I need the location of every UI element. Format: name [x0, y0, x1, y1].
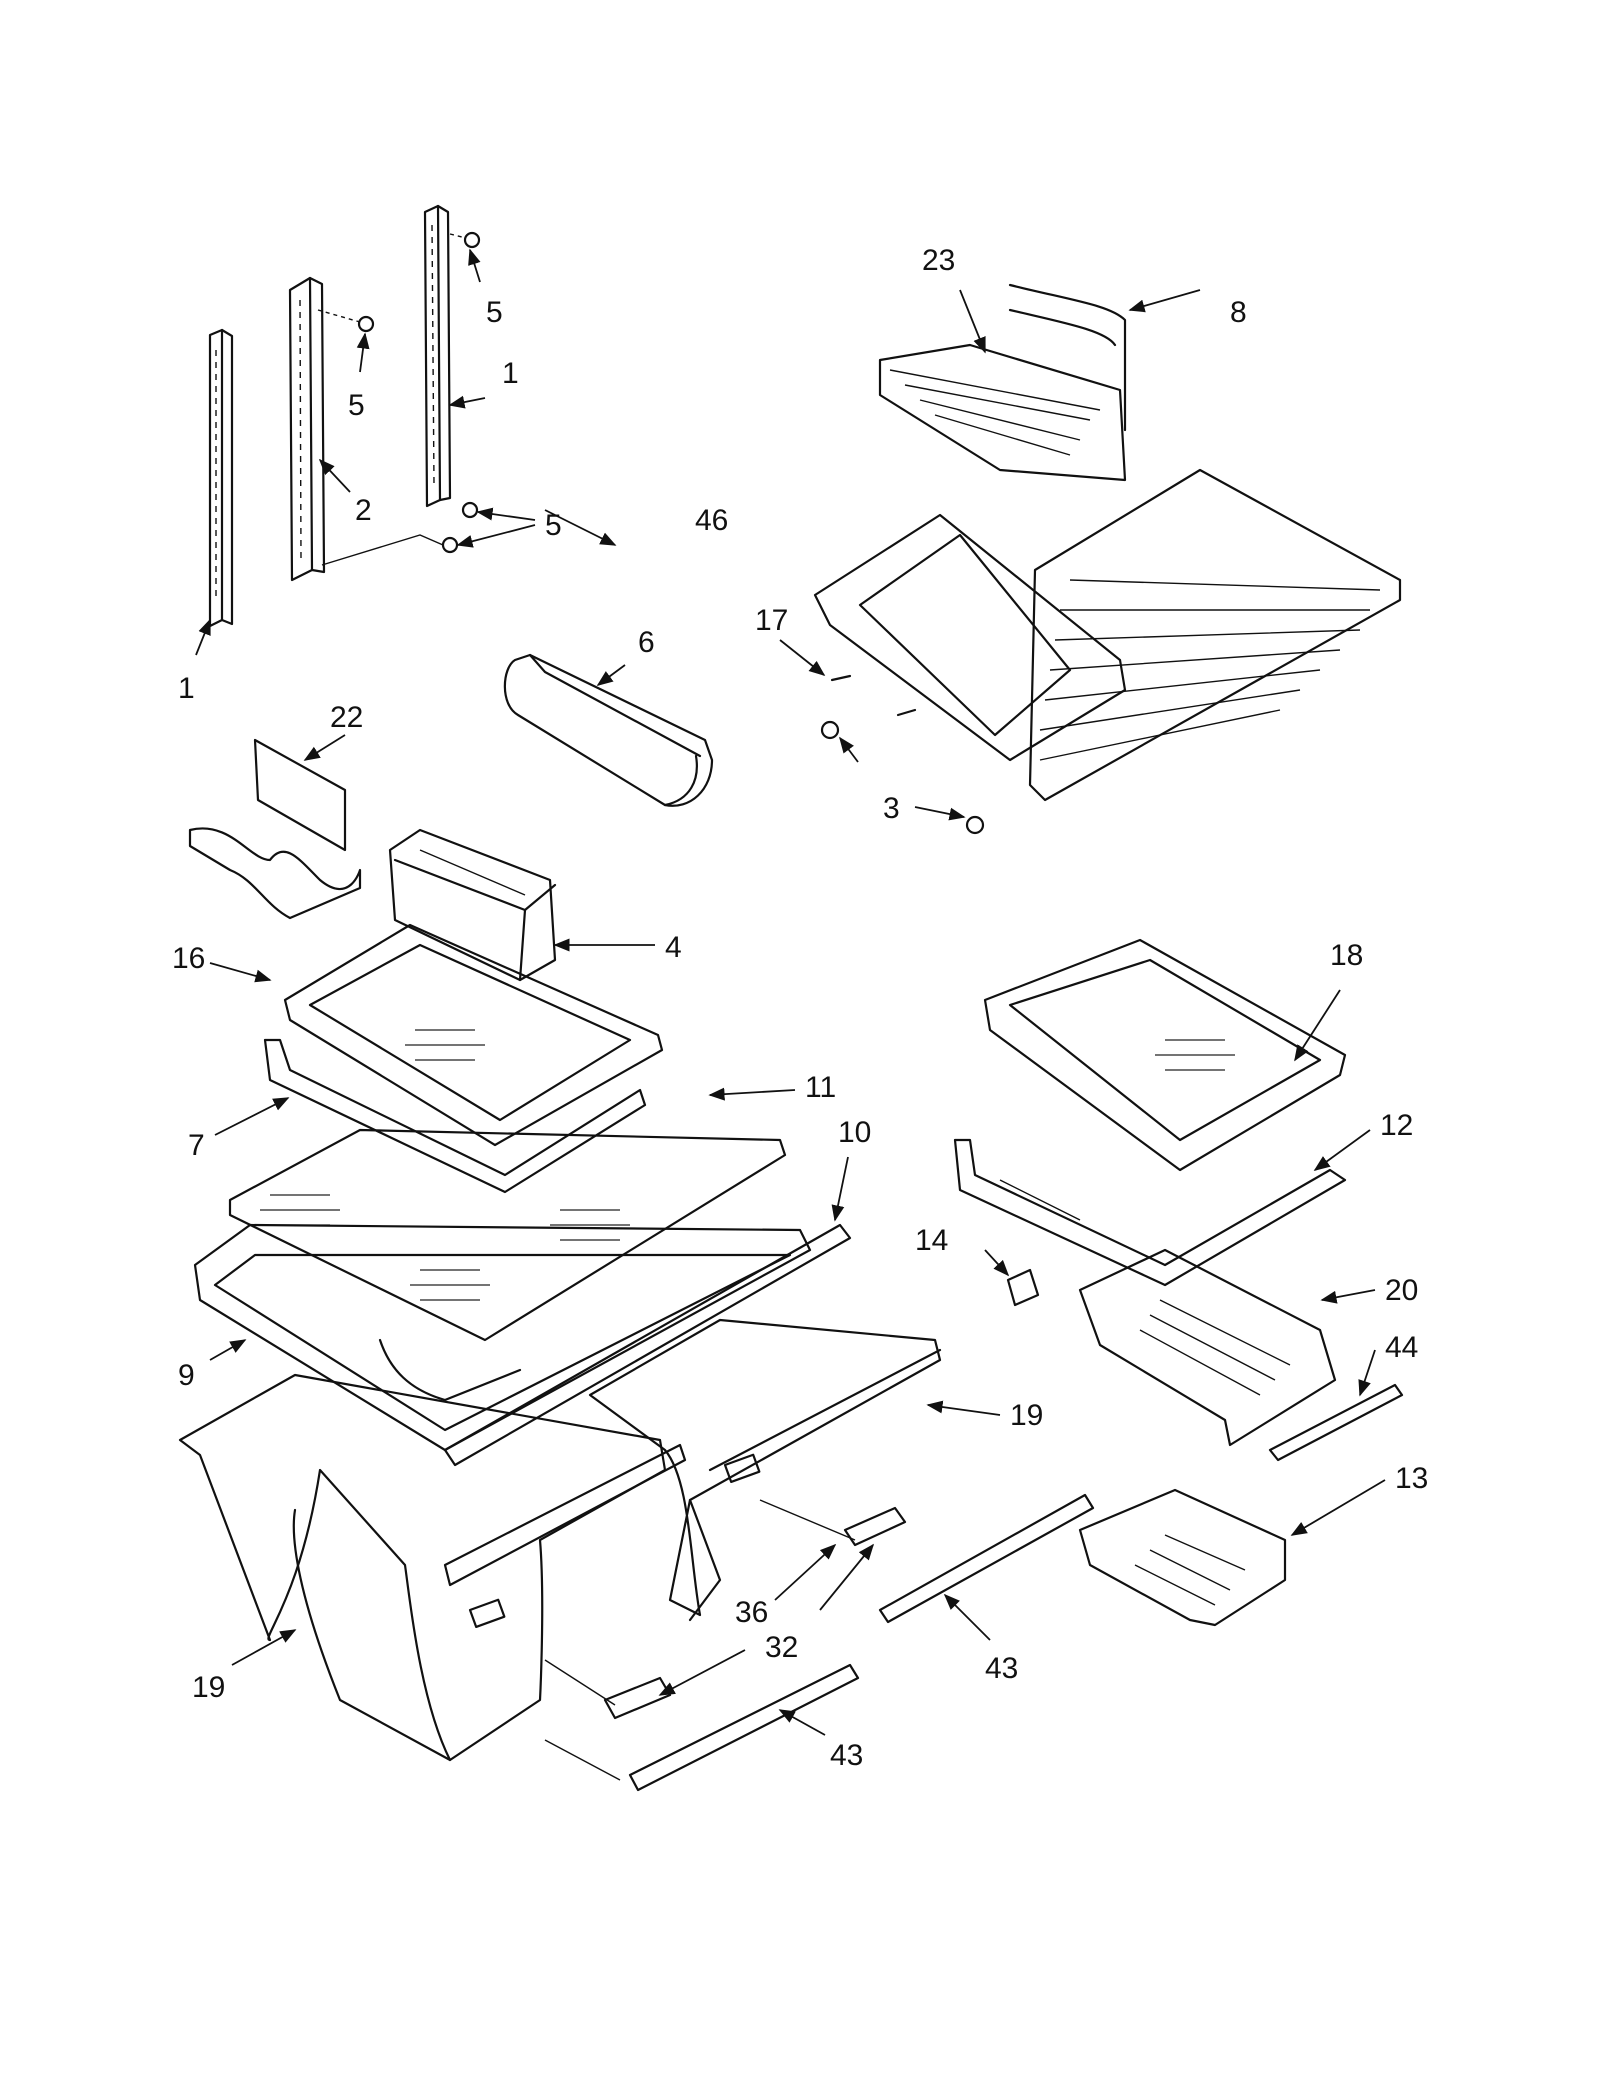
callout-23: 23 [922, 244, 955, 277]
callout-5-lower: 5 [545, 509, 562, 542]
meat-pan-trim [1268, 1383, 1404, 1462]
sliding-basket [878, 283, 1127, 482]
callout-14: 14 [915, 1224, 948, 1257]
callout-17: 17 [755, 604, 788, 637]
crisper-cover-frame [193, 1223, 812, 1452]
callout-12: 12 [1380, 1109, 1413, 1142]
drawer-trim-lower [628, 1663, 860, 1792]
callout-13: 13 [1395, 1462, 1428, 1495]
callout-5-center: 5 [348, 389, 365, 422]
shelf-rail-center [288, 276, 326, 582]
crisper-drawer-right [588, 1318, 942, 1622]
meat-pan [1078, 1248, 1337, 1447]
shelf-frame-right [953, 1138, 1347, 1287]
callout-19-right: 19 [1010, 1399, 1043, 1432]
shelf-rail-left [208, 328, 234, 628]
callout-10: 10 [838, 1116, 871, 1149]
callout-6: 6 [638, 626, 655, 659]
crisper-drawer-left [178, 1373, 687, 1762]
drawer-trim-upper [878, 1493, 1095, 1624]
shelf-studs [820, 674, 985, 835]
callout-44: 44 [1385, 1331, 1418, 1364]
shelf-rail-right [423, 204, 452, 508]
callout-3: 3 [883, 792, 900, 825]
callout-43-left: 43 [830, 1739, 863, 1772]
callout-36: 36 [735, 1596, 768, 1629]
glass-shelf-right [983, 938, 1347, 1172]
callout-9: 9 [178, 1359, 195, 1392]
deli-bin [813, 513, 1127, 762]
meat-pan-cover [1078, 1488, 1287, 1627]
callout-4: 4 [665, 931, 682, 964]
callout-32: 32 [765, 1631, 798, 1664]
callout-16: 16 [172, 942, 205, 975]
callout-22: 22 [330, 701, 363, 734]
callout-8: 8 [1230, 296, 1247, 329]
callout-19-left: 19 [192, 1671, 225, 1704]
glass-shelf-upper [283, 923, 664, 1147]
callout-1-right: 1 [502, 357, 519, 390]
callout-11: 11 [805, 1071, 836, 1104]
shelf-frame [263, 1038, 647, 1194]
callout-7: 7 [188, 1129, 205, 1162]
callout-1-left: 1 [178, 672, 195, 705]
callout-2: 2 [355, 494, 372, 527]
callout-43-right: 43 [985, 1652, 1018, 1685]
crisper-trim [443, 1223, 852, 1467]
screw-parts [317, 231, 481, 566]
callout-labels: 1 2 5 5 1 5 6 22 4 16 7 11 10 9 19 19 46… [172, 244, 1428, 1772]
drawer-slide-parts [544, 1499, 907, 1781]
pan-bracket [1006, 1268, 1040, 1307]
tall-bin-cover [503, 653, 714, 807]
callout-46: 46 [695, 504, 728, 537]
callout-5-top: 5 [486, 296, 503, 329]
callout-20: 20 [1385, 1274, 1418, 1307]
wire-shelf [1028, 468, 1402, 802]
leader-lines [195, 248, 1386, 1736]
utility-bin [388, 828, 557, 982]
can-rack [188, 738, 362, 920]
callout-18: 18 [1330, 939, 1363, 972]
